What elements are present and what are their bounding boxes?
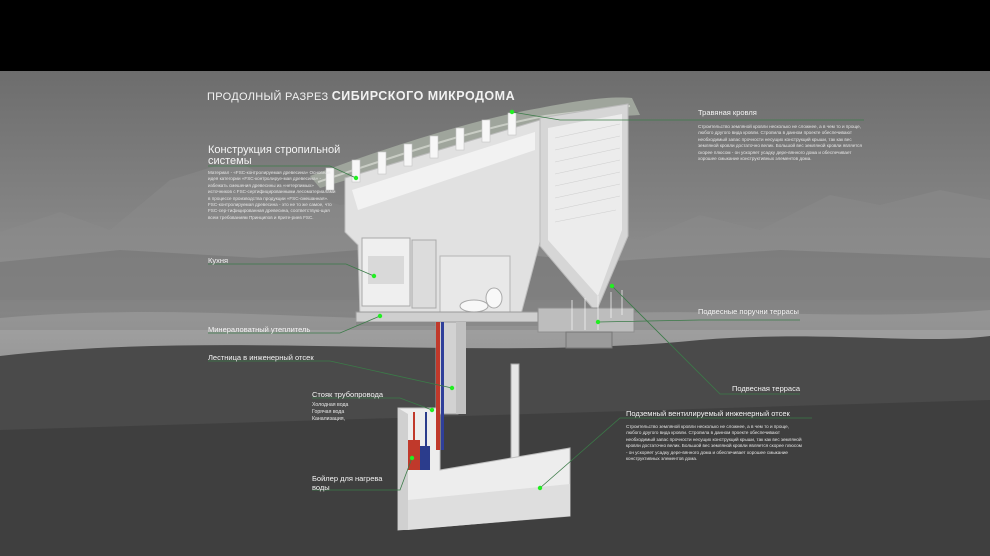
desc-underground: Строительство земляной кровли несколько … [626,424,802,462]
label-terrace: Подвесная терраса [732,384,801,393]
label-underground: Подземный вентилируемый инженерный отсек [626,409,790,418]
leader-underground [539,417,812,489]
leader-kitchen [208,263,375,277]
leader-grass [511,111,864,121]
marker-insulation [377,313,383,319]
marker-kitchen [371,273,377,279]
leader-rafter [208,165,357,179]
marker-grass [509,109,515,115]
marker-boiler [409,455,415,461]
marker-terrace [609,283,615,289]
label-insulation: Минераловатный утеплитель [208,325,311,334]
vent-pipe [510,363,520,461]
boiler-unit [408,440,420,470]
marker-rafter [353,175,359,181]
leader-rails [597,319,800,323]
marker-underground [537,485,543,491]
label-rafter-system: Конструкция стропильной системы [208,144,341,167]
page-title: ПРОДОЛНЫЙ РАЗРЕЗ СИБИРСКОГО МИКРОДОМА [207,89,515,103]
marker-rails [595,319,601,325]
floor-slab [355,311,539,323]
label-boiler: Бойлер для нагрева воды [312,474,383,492]
pipe-riser [436,322,440,450]
pipe-item-hot: Горячая вода [312,409,345,415]
label-terrace-rails: Подвесные поручни террасы [698,307,799,316]
terrace-deck [537,307,635,333]
desc-rafter-system: Материал - «FSC-контролируемая древесина… [208,170,336,220]
label-ladder: Лестница в инженерный отсек [208,353,314,362]
house-ceiling [352,132,535,210]
leader-terrace [611,285,800,395]
label-pipe-riser: Стояк трубопровода [312,390,384,399]
pipe-item-sewer: Канализация, [312,416,345,422]
marker-riser [429,407,435,413]
title-bold: СИБИРСКОГО МИКРОДОМА [331,89,516,103]
label-kitchen: Кухня [208,256,229,265]
leader-insulation [208,315,381,334]
marker-ladder [449,385,455,391]
leader-ladder [208,360,453,389]
title-prefix: ПРОДОЛНЫЙ РАЗРЕЗ [207,91,329,103]
leader-riser [312,397,433,411]
top-black-band [0,0,990,71]
desc-grass-roof: Строительство земляной кровли несколько … [698,124,862,162]
label-grass-roof: Травяная кровля [698,108,757,117]
leader-boiler [312,457,413,491]
pipe-item-cold: Холодная вода [312,402,349,408]
